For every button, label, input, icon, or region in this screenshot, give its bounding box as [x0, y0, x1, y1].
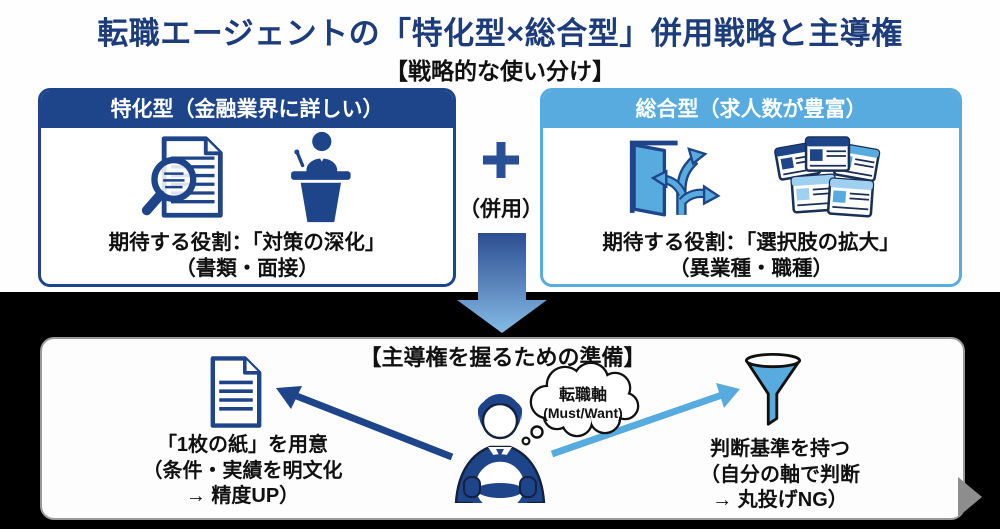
- right-preparation-note: 判断基準を持つ （自分の軸で判断 → 丸投げNG）: [650, 437, 910, 514]
- general-card-header: 総合型（求人数が豊富）: [543, 91, 959, 128]
- general-role-line2: （異業種・職種）: [669, 257, 833, 280]
- plus-icon: [456, 138, 546, 187]
- specialized-role-line2: （書類・面接）: [175, 257, 319, 280]
- thought-bubble-icon: [515, 358, 650, 455]
- down-arrow-icon: [452, 233, 552, 340]
- career-axis-line2: (Must/Want): [543, 405, 623, 421]
- general-role-line1: 期待する役割：「選択肢の拡大」: [602, 231, 900, 254]
- paper-icon: [208, 355, 264, 434]
- specialized-card-header: 特化型（金融業界に詳しい）: [41, 91, 453, 128]
- driver-steering-wheel-icon: [450, 385, 550, 518]
- section-title-strategy: 【戦略的な使い分け】: [385, 58, 615, 84]
- door-paths-icon: [619, 135, 723, 224]
- page-title: 転職エージェントの「特化型×総合型」併用戦略と主導権: [97, 16, 903, 51]
- left-note-line1: 「1枚の紙」を用意: [156, 434, 329, 456]
- right-note-line3: → 丸投げNG）: [712, 489, 848, 511]
- edge-marker-triangle[interactable]: [956, 477, 986, 522]
- specialized-agent-card: 特化型（金融業界に詳しい）: [38, 88, 456, 287]
- right-note-line2: （自分の軸で判断: [700, 463, 860, 486]
- specialized-role-line1: 期待する役割：「対策の深化」: [108, 231, 386, 254]
- right-note-line1: 判断基準を持つ: [710, 438, 850, 460]
- document-search-icon: [138, 131, 230, 228]
- left-note-line3: → 精度UP）: [185, 485, 300, 507]
- career-axis-note: 転職軸 (Must/Want): [528, 381, 638, 421]
- funnel-icon: [744, 352, 802, 433]
- general-agent-card: 総合型（求人数が豊富）: [540, 88, 962, 287]
- podium-speaker-icon: [278, 129, 356, 230]
- combination-marker: （併用）: [456, 138, 546, 223]
- combination-label: （併用）: [459, 198, 543, 221]
- job-listings-icon: [771, 135, 883, 224]
- left-note-line2: （条件・実績を明文化: [142, 459, 343, 482]
- preparation-arrows: [276, 383, 740, 461]
- career-axis-line1: 転職軸: [558, 387, 607, 404]
- left-preparation-note: 「1枚の紙」を用意 （条件・実績を明文化 → 精度UP）: [105, 433, 380, 510]
